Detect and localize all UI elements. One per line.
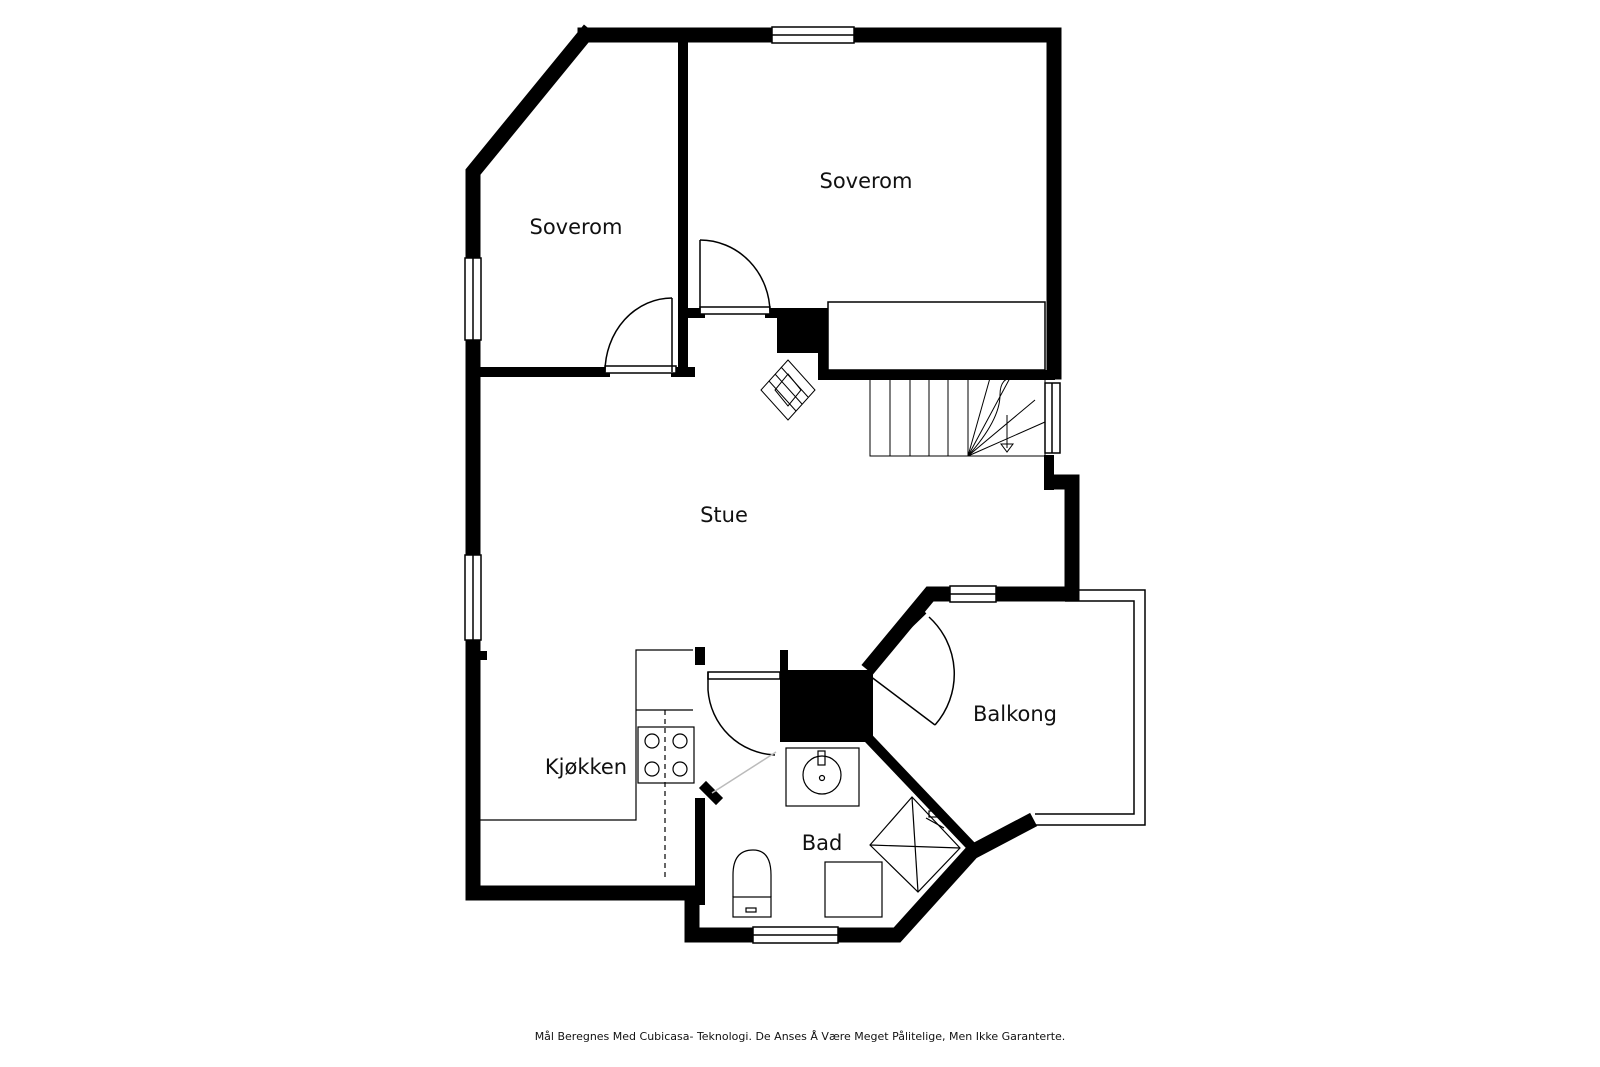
exterior-walls (465, 24, 1080, 943)
room-label-bedroom-left: Soverom (529, 215, 622, 239)
balcony-railing (1035, 589, 1146, 826)
room-label-kitchen: Kjøkken (545, 755, 627, 779)
room-label-bedroom-right: Soverom (819, 169, 912, 193)
shaft-block (780, 670, 873, 742)
staircase (869, 377, 1046, 457)
wardrobe (827, 301, 1046, 371)
measurement-disclaimer: Mål Beregnes Med Cubicasa- Teknologi. De… (534, 1030, 1066, 1043)
fireplace (760, 359, 816, 421)
room-label-living-room: Stue (700, 503, 748, 527)
bathroom-fixtures (732, 747, 961, 918)
wall-stub (478, 651, 487, 660)
shaft-tab (780, 650, 788, 672)
chimney-block (777, 313, 823, 353)
room-label-bathroom: Bad (802, 831, 843, 855)
doors (604, 239, 956, 794)
room-label-balcony: Balkong (973, 702, 1057, 726)
kitchen-fixtures (478, 649, 695, 880)
windows (464, 26, 1061, 944)
